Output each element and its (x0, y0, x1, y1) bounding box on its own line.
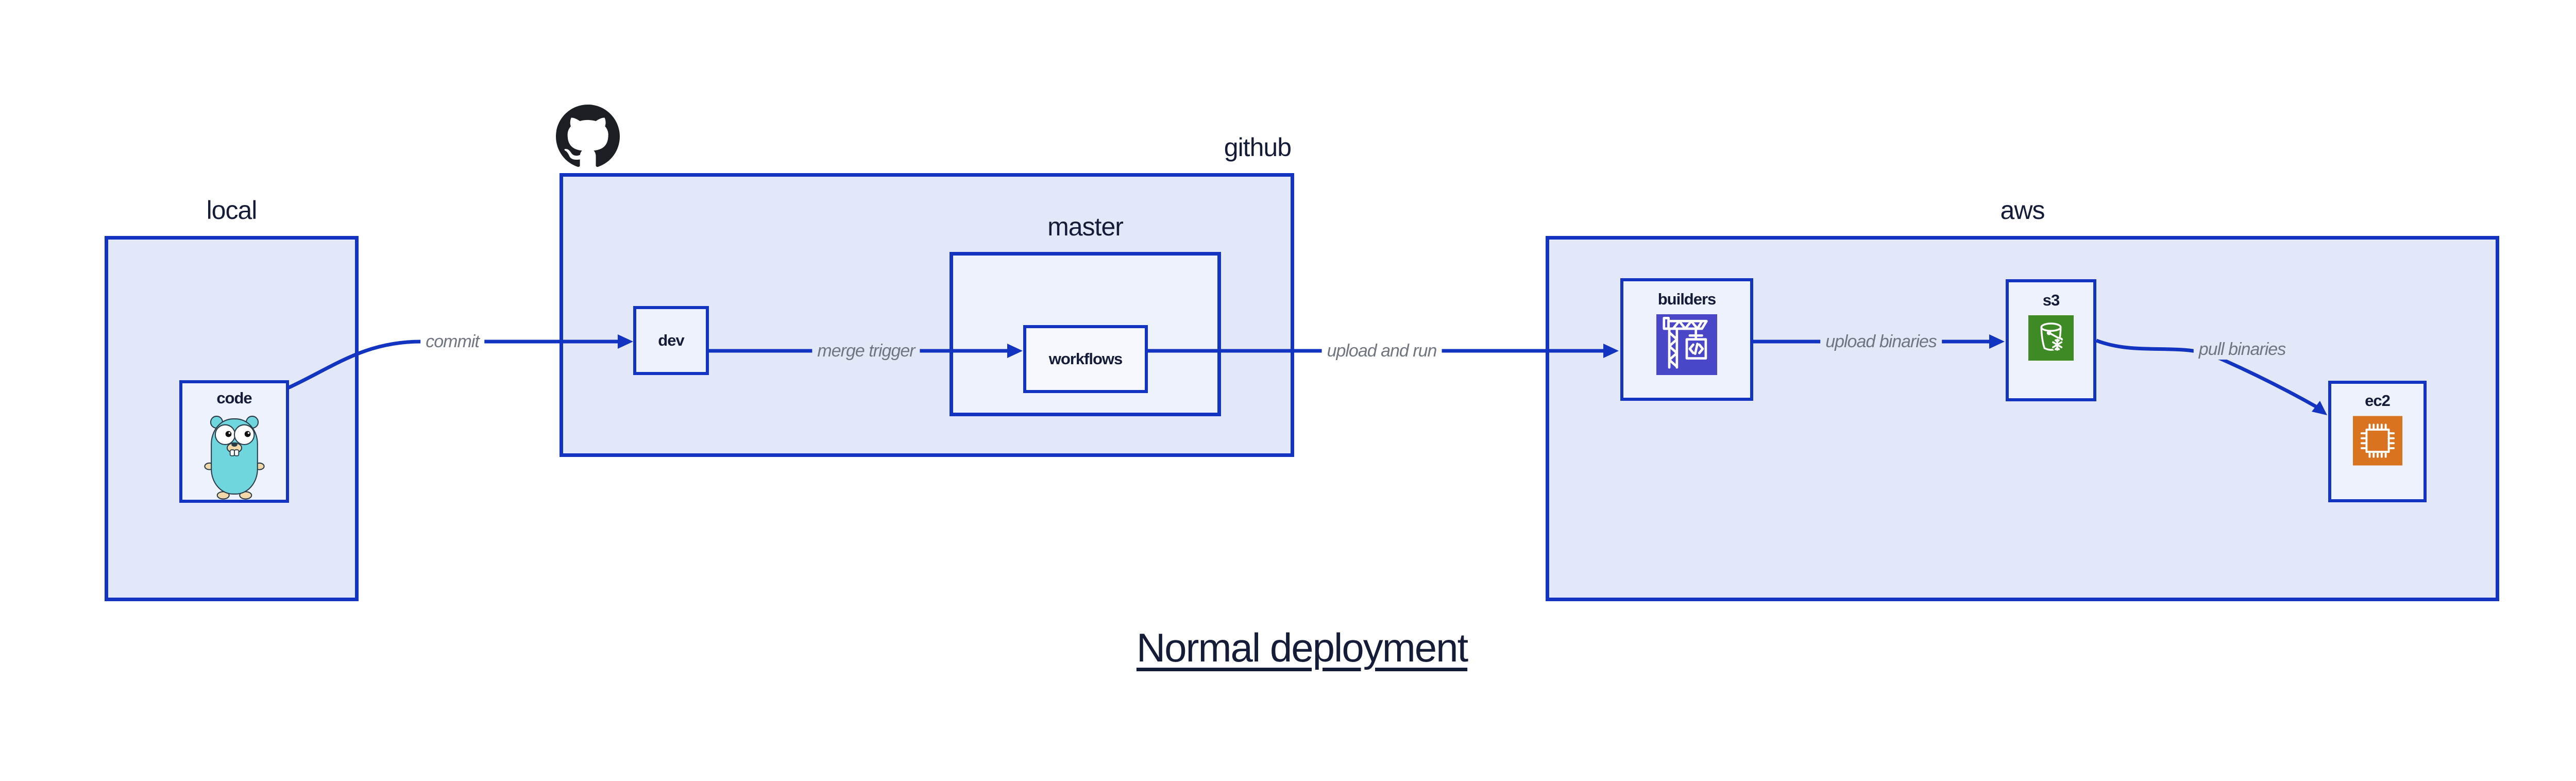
aws-group-label: aws (2000, 196, 2045, 225)
dev-branch-node: dev (633, 306, 709, 375)
github-group-label: github (1224, 133, 1292, 162)
s3-bucket-snowflake-icon (2028, 315, 2074, 361)
ec2-node: ec2 (2328, 381, 2427, 502)
diagram-title-text: Normal deployment (1136, 625, 1468, 670)
ec2-node-label: ec2 (2365, 392, 2391, 410)
github-octocat-icon (556, 105, 620, 167)
builders-node: builders (1620, 278, 1753, 401)
diagram-title: Normal deployment (0, 624, 2576, 671)
pull-binaries-edge-label: pull binaries (2193, 339, 2291, 360)
code-node-label: code (216, 389, 252, 407)
ec2-chip-icon (2352, 416, 2402, 466)
master-branch-label: master (1047, 212, 1124, 241)
upload-binaries-edge-label: upload binaries (1820, 331, 1942, 352)
builders-node-label: builders (1657, 290, 1717, 308)
crane-build-icon (1656, 314, 1717, 375)
workflows-node: workflows (1023, 325, 1148, 393)
commit-edge-label: commit (420, 331, 484, 352)
s3-node: s3 (2006, 279, 2096, 401)
dev-node-label: dev (658, 331, 684, 349)
go-gopher-icon (204, 415, 265, 500)
local-group-label: local (206, 196, 258, 225)
workflows-node-label: workflows (1048, 350, 1123, 368)
merge-trigger-edge-label: merge trigger (812, 341, 920, 361)
upload-and-run-edge-label: upload and run (1321, 341, 1442, 361)
code-node: code (179, 380, 289, 503)
s3-node-label: s3 (2042, 291, 2060, 309)
